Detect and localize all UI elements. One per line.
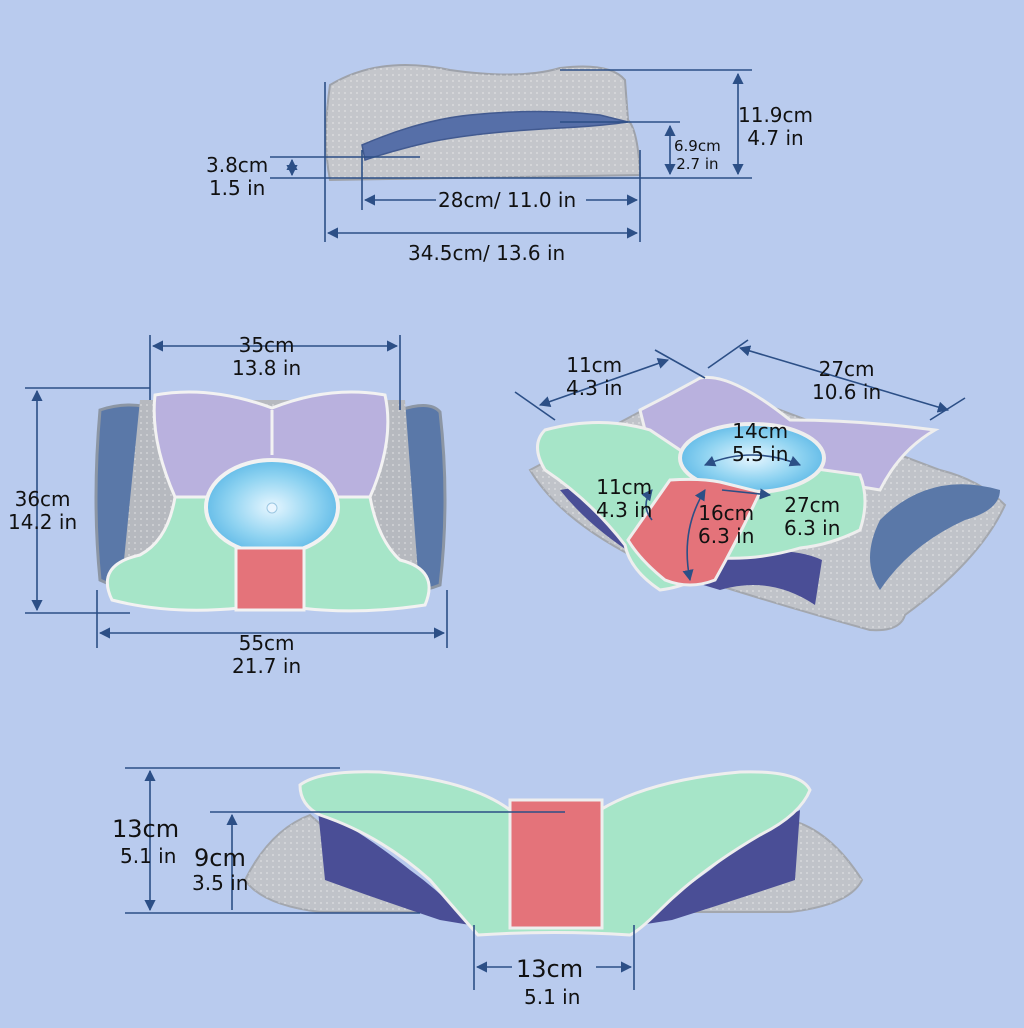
top-view-dimension-lines (25, 335, 448, 648)
front-center-height-in-label: 3.5 in (192, 871, 249, 895)
side-inner-length-label: 28cm/ 11.0 in (438, 188, 577, 212)
side-view-blue-layer (361, 110, 629, 161)
front-center-height-label: 9cm (194, 844, 246, 872)
front-view-dimension-lines (125, 767, 635, 990)
side-total-length-label: 34.5cm/ 13.6 in (408, 241, 566, 265)
angled-view-blue-wing (870, 484, 1000, 590)
side-view-dimension-lines (270, 69, 752, 242)
angled-view-dimension-lines (514, 339, 966, 582)
front-view-red-zone (508, 798, 604, 930)
front-view-navy-right (640, 810, 800, 925)
front-total-height-in-label: 5.1 in (120, 844, 177, 868)
top-view-red-zone (234, 546, 306, 612)
front-view-pillow (243, 770, 864, 937)
side-view-pillow (325, 64, 642, 182)
front-view-navy-left (318, 810, 470, 925)
top-view-pillow (94, 390, 447, 613)
front-neck-width-in-label: 5.1 in (524, 985, 581, 1009)
front-total-height-label: 13cm (112, 815, 180, 843)
front-neck-width-label: 13cm (516, 955, 584, 983)
